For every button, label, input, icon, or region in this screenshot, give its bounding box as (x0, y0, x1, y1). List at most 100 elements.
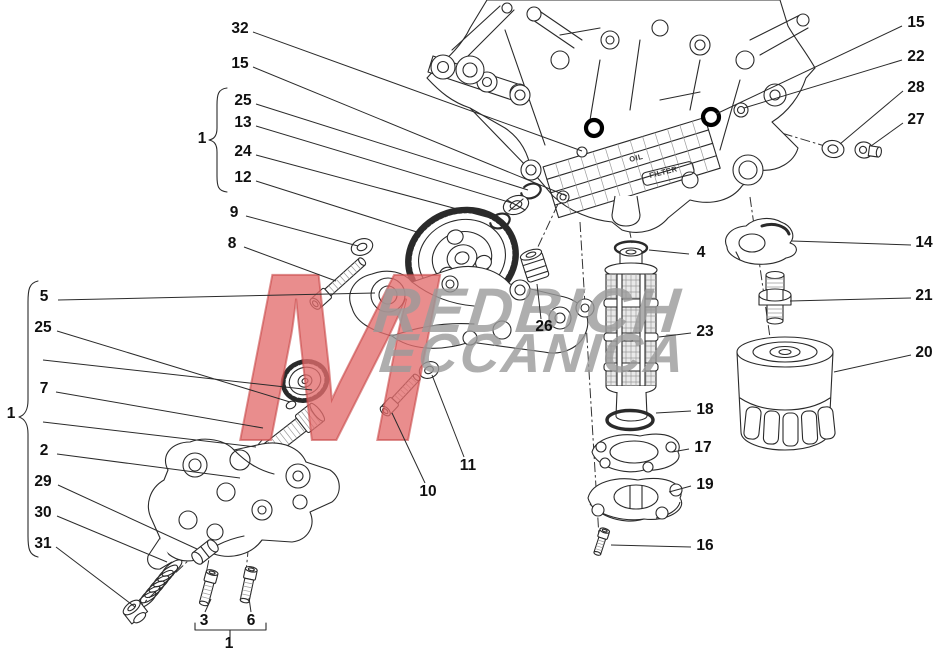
callout-12[interactable]: 12 (234, 169, 251, 186)
leader-line-4 (648, 249, 690, 255)
oring-18-drawing (605, 408, 655, 432)
leader-line-23 (658, 332, 692, 338)
bypass-plunger-29-drawing (191, 539, 219, 565)
callout-2[interactable]: 2 (40, 442, 49, 459)
leader-line-27 (870, 122, 904, 147)
leader-line-3 (204, 598, 212, 613)
group-brackets: 1 1 1 (7, 87, 267, 650)
callout-13[interactable]: 13 (234, 114, 252, 131)
leader-line-17 (671, 448, 690, 453)
callout-24[interactable]: 24 (234, 143, 252, 160)
callout-30[interactable]: 30 (34, 504, 51, 521)
leader-line-6 (248, 597, 252, 613)
bolt-3-drawing (198, 569, 219, 607)
leader-line-28 (839, 90, 904, 145)
leader-line-18 (655, 410, 692, 414)
engine-fins (542, 116, 721, 219)
oil-filter-20-drawing (736, 336, 836, 451)
bolt-16-drawing (593, 527, 611, 556)
leader-line-20 (833, 354, 912, 373)
callout-16[interactable]: 16 (696, 537, 714, 554)
leader-line-15-left (252, 66, 568, 197)
leader-line-group-line-b (42, 421, 257, 448)
callout-17[interactable]: 17 (694, 439, 711, 456)
callout-21[interactable]: 21 (915, 287, 933, 304)
washer-13-drawing (502, 194, 530, 216)
circlip-25-drawing (520, 182, 542, 200)
leader-line-25-top (255, 103, 529, 191)
leader-line-5 (57, 292, 376, 301)
callout-28[interactable]: 28 (907, 79, 925, 96)
oil-pump-cover-drawing (349, 265, 595, 354)
washer-9-drawing (350, 238, 374, 256)
leader-line-19 (668, 485, 692, 493)
callout-20[interactable]: 20 (915, 344, 932, 361)
leader-line-13 (255, 125, 513, 204)
brace-left (18, 280, 39, 558)
leader-line-14 (791, 240, 912, 246)
callout-14[interactable]: 14 (915, 234, 933, 251)
oil-pump-body-drawing (147, 438, 340, 570)
callout-4[interactable]: 4 (697, 244, 706, 261)
callout-10[interactable]: 10 (419, 483, 436, 500)
callout-15-left[interactable]: 15 (231, 55, 249, 72)
bolt6-axis-centerline (245, 509, 253, 573)
bracket-label-bottom: 1 (225, 635, 234, 650)
engine-oil-spout (611, 195, 641, 227)
leader-line-11 (431, 374, 465, 458)
leader-line-8 (243, 246, 337, 282)
mesh-filter-23-drawing (603, 247, 659, 422)
outlet-cover-19-drawing (587, 477, 683, 522)
leader-line-16 (610, 544, 692, 548)
bracket-label-top-left: 1 (198, 130, 207, 147)
leader-line-29 (57, 484, 198, 550)
callout-27[interactable]: 27 (907, 111, 924, 128)
oring-15-right-drawing (700, 106, 722, 128)
leader-line-15-right (715, 25, 903, 115)
callout-32[interactable]: 32 (231, 20, 248, 37)
callout-31[interactable]: 31 (34, 535, 52, 552)
leader-line-30 (56, 515, 168, 563)
callout-3[interactable]: 3 (200, 612, 209, 629)
bushing-26-drawing (519, 248, 550, 283)
leader-line-10 (391, 412, 426, 484)
watermark-line2: ECCANICA (377, 322, 690, 384)
bracket-label-left: 1 (7, 405, 16, 422)
callout-25-left[interactable]: 25 (34, 319, 52, 336)
callout-19[interactable]: 19 (696, 476, 714, 493)
leader-line-12 (255, 180, 421, 234)
callout-6[interactable]: 6 (247, 612, 256, 629)
bolt27-axis-centerline (764, 127, 829, 148)
callout-18[interactable]: 18 (696, 401, 714, 418)
bolt-10-drawing (379, 373, 421, 417)
callout-11[interactable]: 11 (460, 457, 477, 474)
leader-line-7 (55, 391, 264, 429)
callout-26[interactable]: 26 (535, 318, 553, 335)
bypass-spring-30-drawing (135, 559, 183, 609)
callout-7[interactable]: 7 (40, 380, 49, 397)
bolt16-axis-centerline (579, 221, 600, 538)
callout-5[interactable]: 5 (40, 288, 49, 305)
leader-line-22 (743, 59, 903, 109)
leader-line-25-left (56, 330, 291, 403)
callout-9[interactable]: 9 (230, 204, 239, 221)
callout-25-top[interactable]: 25 (234, 92, 252, 109)
bolt-27-drawing (854, 141, 882, 159)
leader-line-24 (255, 154, 499, 221)
callout-8[interactable]: 8 (228, 235, 237, 252)
bushing-axis-centerline (535, 203, 559, 252)
callout-22[interactable]: 22 (907, 48, 924, 65)
bracket-14-drawing (725, 217, 797, 265)
bolt-6-drawing (239, 566, 258, 604)
callout-29[interactable]: 29 (34, 473, 52, 490)
leader-line-31 (55, 546, 136, 608)
callout-15-right[interactable]: 15 (907, 14, 925, 31)
watermark: M REDBICH ECCANICA (235, 222, 690, 492)
brace-bottom (194, 622, 267, 638)
bypass-seat-31-drawing (122, 599, 149, 625)
engine-cast-text-oil: OIL (628, 152, 644, 164)
washer-28-drawing (821, 139, 845, 159)
callout-23[interactable]: 23 (696, 323, 714, 340)
